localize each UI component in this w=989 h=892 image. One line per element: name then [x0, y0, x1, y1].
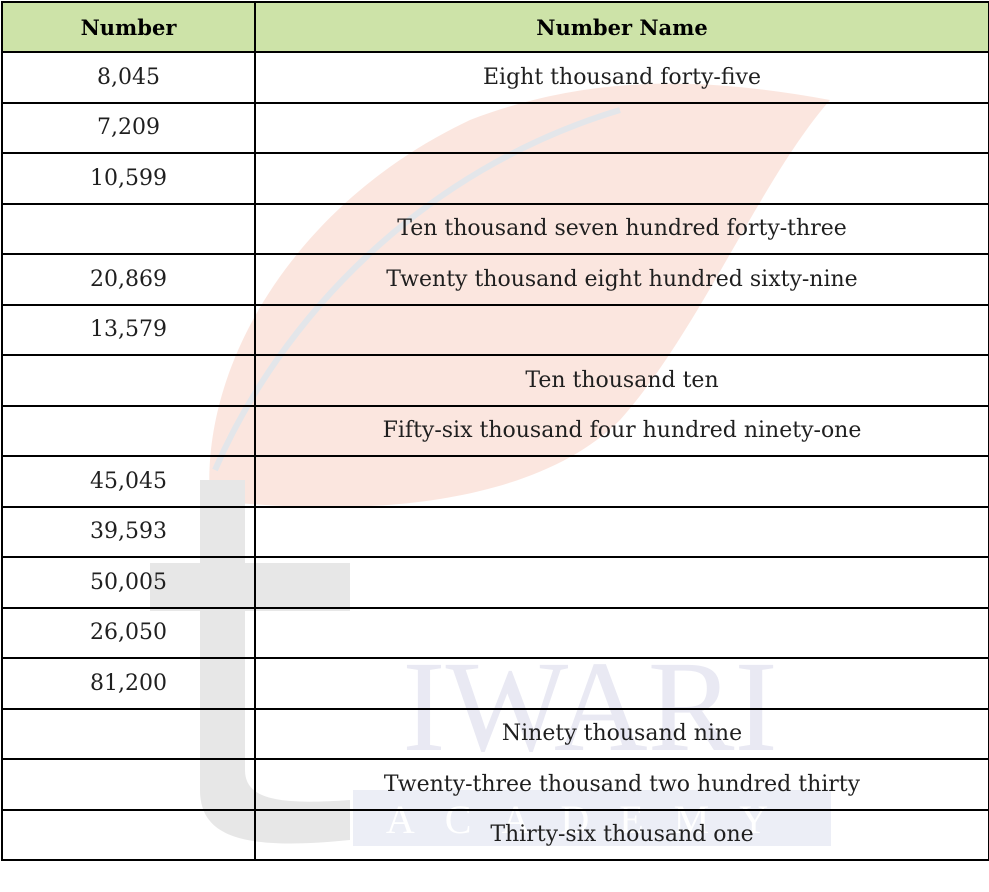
number-name-cell: Twenty-three thousand two hundred thirty	[254, 758, 989, 811]
number-cell: 20,869	[1, 253, 256, 306]
number-name-cell	[254, 455, 989, 508]
number-cell: 39,593	[1, 505, 256, 558]
number-name-cell	[254, 556, 989, 609]
number-cell: 8,045	[1, 51, 256, 104]
number-name-cell	[254, 101, 989, 154]
column-header-number-name: Number Name	[254, 1, 989, 53]
table-row: Thirty-six thousand one	[1, 808, 989, 861]
number-cell	[1, 404, 256, 457]
number-cell	[1, 808, 256, 861]
number-cell: 81,200	[1, 657, 256, 710]
column-header-number: Number	[1, 1, 256, 53]
number-names-table: Number Number Name 8,045 Eight thousand …	[1, 1, 989, 861]
number-cell: 13,579	[1, 303, 256, 356]
number-name-cell	[254, 606, 989, 659]
number-cell: 26,050	[1, 606, 256, 659]
number-cell: 10,599	[1, 152, 256, 205]
number-cell: 7,209	[1, 101, 256, 154]
table-row: 50,005	[1, 556, 989, 609]
table-row: 45,045	[1, 455, 989, 508]
number-name-cell: Thirty-six thousand one	[254, 808, 989, 861]
number-name-cell: Ten thousand seven hundred forty-three	[254, 202, 989, 255]
number-name-cell: Eight thousand forty-five	[254, 51, 989, 104]
table-row: 81,200	[1, 657, 989, 710]
number-name-cell	[254, 505, 989, 558]
table-row: 13,579	[1, 303, 989, 356]
table-row: 8,045 Eight thousand forty-five	[1, 51, 989, 104]
table-row: 20,869 Twenty thousand eight hundred six…	[1, 253, 989, 306]
table-row: Ten thousand seven hundred forty-three	[1, 202, 989, 255]
number-cell: 50,005	[1, 556, 256, 609]
table-row: Ninety thousand nine	[1, 707, 989, 760]
table-row: Ten thousand ten	[1, 354, 989, 407]
table-row: 10,599	[1, 152, 989, 205]
number-name-cell	[254, 657, 989, 710]
number-name-cell: Ninety thousand nine	[254, 707, 989, 760]
number-name-cell: Ten thousand ten	[254, 354, 989, 407]
number-name-cell	[254, 303, 989, 356]
table-row: 39,593	[1, 505, 989, 558]
number-cell	[1, 758, 256, 811]
number-cell	[1, 354, 256, 407]
number-cell: 45,045	[1, 455, 256, 508]
number-name-cell: Fifty-six thousand four hundred ninety-o…	[254, 404, 989, 457]
number-name-cell	[254, 152, 989, 205]
number-name-cell: Twenty thousand eight hundred sixty-nine	[254, 253, 989, 306]
table-row: Fifty-six thousand four hundred ninety-o…	[1, 404, 989, 457]
table-row: 26,050	[1, 606, 989, 659]
number-cell	[1, 202, 256, 255]
table-row: Twenty-three thousand two hundred thirty	[1, 758, 989, 811]
table-row: 7,209	[1, 101, 989, 154]
number-cell	[1, 707, 256, 760]
table-header-row: Number Number Name	[1, 1, 989, 53]
